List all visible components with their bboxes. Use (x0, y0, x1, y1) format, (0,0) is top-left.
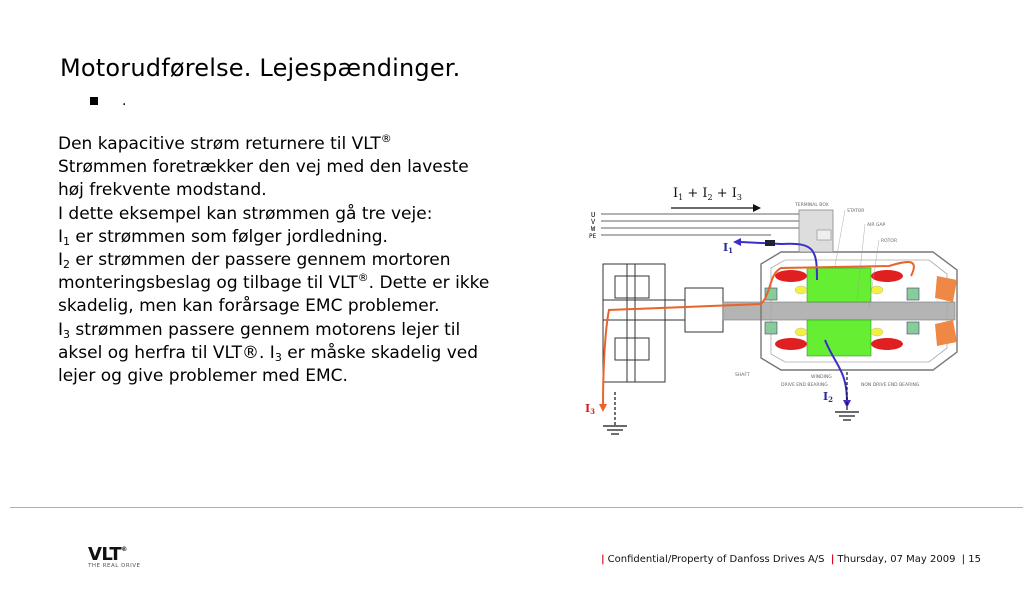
phase-wires (601, 213, 813, 236)
i1-current-path (740, 241, 818, 281)
sum-current-label: I1 + I2 + I3 (673, 186, 742, 202)
bullet-text: . (122, 93, 127, 109)
label-leader-lines (834, 209, 880, 309)
body-line-i1: I1 er strømmen som følger jordledning. (58, 226, 388, 248)
cable-clamp (765, 240, 775, 246)
footer-confidential: Confidential/Property of Danfoss Drives … (607, 554, 825, 565)
body-line-i2: I2 er strømmen der passere gennem mortor… (58, 250, 451, 272)
windings (775, 270, 903, 350)
label-terminal-box: TERMINAL BOX (794, 202, 829, 208)
ground-symbol-left (603, 392, 627, 435)
sum-arrow-head (753, 204, 761, 212)
motor-frame-inner (770, 259, 948, 363)
ground-symbol-right (835, 372, 859, 421)
logo-wordmark: VLT® (88, 544, 127, 565)
label-winding: WINDING (811, 374, 832, 380)
phase-label-w: W (591, 225, 596, 233)
footer-separator: | (830, 554, 835, 565)
footer-info: |Confidential/Property of Danfoss Drives… (598, 554, 981, 565)
label-stator: STATOR (847, 208, 864, 214)
coupling (684, 287, 724, 333)
body-line: lejer og give problemer med EMC. (58, 366, 348, 387)
footer-separator: | (961, 554, 966, 565)
body-line: Strømmen foretrækker den vej med den lav… (58, 157, 469, 178)
body-line: høj frekvente modstand. (58, 180, 267, 201)
drive-frame (602, 263, 685, 383)
footer-separator: | (601, 554, 605, 565)
fan-end (935, 276, 957, 302)
i1-arrow-head (733, 238, 741, 246)
label-rotor: ROTOR (881, 238, 897, 244)
body-line: monteringsbeslag og tilbage til VLT®. De… (58, 271, 490, 294)
end-rings (794, 285, 884, 337)
body-line: aksel og herfra til VLT®. I3 er måske sk… (58, 342, 479, 364)
label-shaft: SHAFT (735, 372, 750, 378)
motor-bearing-current-diagram: I1 + I2 + I3 U V W PE (585, 186, 958, 435)
body-text: Den kapacitive strøm returnere til VLT® … (58, 133, 568, 388)
footer-divider (10, 507, 1023, 508)
logo-tagline: THE REAL DRIVE (88, 563, 141, 569)
phase-label-pe: PE (589, 233, 597, 240)
bearings (764, 287, 920, 335)
i3-arrow-head (599, 404, 607, 412)
terminal-box-pe (816, 229, 832, 241)
i3-label: I3 (585, 402, 595, 416)
body-line-i3: I3 strømmen passere gennem motorens leje… (58, 319, 461, 341)
phase-label-v: V (591, 218, 596, 226)
stator-bottom (806, 319, 872, 357)
body-line: Den kapacitive strøm returnere til VLT® (58, 132, 392, 154)
i2-label: I2 (823, 390, 833, 404)
footer-page-number: 15 (968, 554, 982, 565)
label-non-drive-end: NON DRIVE END BEARING (861, 382, 920, 388)
i1-label: I1 (723, 241, 733, 255)
label-drive-end: DRIVE END BEARING (781, 382, 828, 388)
i3-current-path (602, 261, 915, 407)
square-bullet-icon (90, 97, 98, 105)
vlt-logo: VLT® THE REAL DRIVE (88, 544, 158, 574)
bullet-item: . (90, 93, 126, 109)
fan-end-lower (935, 320, 957, 346)
phase-label-u: U (591, 211, 595, 219)
body-line: skadelig, men kan forårsage EMC probleme… (58, 296, 440, 317)
stator-top (806, 267, 872, 303)
footer-date: Thursday, 07 May 2009 (837, 554, 956, 565)
slide-title: Motorudførelse. Lejespændinger. (60, 54, 461, 82)
body-line: I dette eksempel kan strømmen gå tre vej… (58, 203, 433, 224)
label-air-gap: AIR GAP (867, 222, 886, 228)
